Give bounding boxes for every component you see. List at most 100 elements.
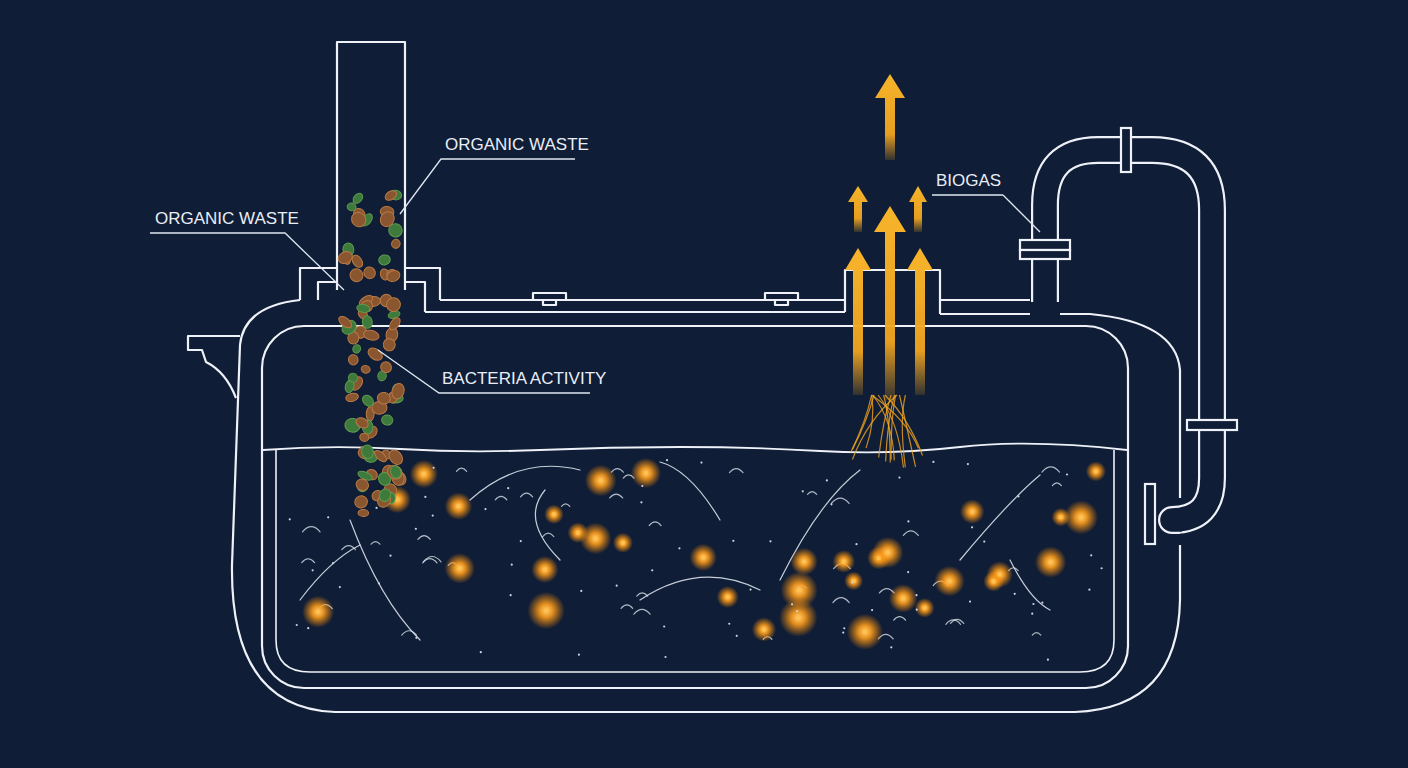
- waste-particle: [378, 360, 393, 375]
- bacteria-dot: [863, 630, 867, 634]
- current-arrow: [660, 462, 720, 520]
- waste-particle: [360, 444, 374, 460]
- bacteria-dot: [1059, 515, 1063, 519]
- bacteria-dot: [877, 556, 881, 560]
- swirl: [543, 533, 554, 536]
- swirl: [495, 496, 507, 499]
- pipe-flange: [1121, 128, 1131, 172]
- speck: [663, 625, 665, 627]
- swirl: [894, 617, 906, 621]
- bacteria-glows: [289, 458, 1106, 661]
- leader-line: [150, 233, 344, 290]
- biogas-arrow: [845, 248, 871, 395]
- speck: [510, 594, 512, 596]
- bacteria-glow: [585, 465, 617, 497]
- speck: [983, 540, 985, 542]
- speck: [1017, 495, 1019, 497]
- waste-particle: [349, 209, 369, 229]
- swirl: [521, 493, 533, 497]
- biogas-arrow: [848, 186, 868, 232]
- callout-label: BIOGAS: [936, 171, 1001, 191]
- bacteria-dot: [701, 555, 705, 559]
- waste-particle: [373, 449, 389, 464]
- gas-pipe: [1045, 150, 1212, 520]
- waste-particle: [359, 433, 369, 442]
- swirl: [423, 559, 437, 563]
- bacteria-glow: [752, 617, 776, 641]
- speck: [312, 569, 314, 571]
- bacteria-dot: [796, 615, 800, 619]
- waste-particle: [378, 209, 398, 229]
- waste-particle: [376, 391, 391, 405]
- speck: [1101, 567, 1103, 569]
- waste-particle: [354, 416, 370, 430]
- bacteria-glow: [872, 537, 903, 568]
- biogas-arrows: [845, 74, 933, 400]
- speck: [666, 459, 668, 461]
- bacteria-glow: [631, 458, 661, 488]
- bacteria-dot: [922, 606, 926, 610]
- current-arrow: [960, 475, 1040, 560]
- speck: [664, 656, 666, 658]
- biogas-arrow: [874, 206, 906, 400]
- tank-flange: [188, 336, 240, 398]
- speck: [971, 526, 973, 528]
- bacteria-dot: [797, 588, 801, 592]
- pipe-flange: [1145, 484, 1155, 544]
- waste-particle: [353, 494, 369, 509]
- speck: [484, 508, 486, 510]
- bacteria-glow: [983, 571, 1004, 592]
- current-arrow: [640, 577, 760, 600]
- bacteria-dot: [422, 472, 426, 476]
- speck: [898, 476, 900, 478]
- gas-ray: [851, 395, 872, 452]
- callout-label: ORGANIC WASTE: [445, 135, 589, 155]
- speck: [507, 487, 509, 489]
- tank-outline: [188, 42, 1180, 712]
- speck: [1014, 593, 1016, 595]
- bacteria-glow: [844, 571, 863, 590]
- speck: [415, 528, 417, 530]
- bacteria-glow: [544, 504, 564, 524]
- speck: [732, 540, 734, 542]
- speck: [1031, 613, 1033, 615]
- speck: [480, 651, 482, 653]
- speck: [1090, 554, 1092, 556]
- speck: [616, 585, 618, 587]
- swirl: [808, 492, 817, 495]
- waste-particle: [386, 447, 405, 467]
- speck: [651, 569, 653, 571]
- waste-particle: [345, 392, 359, 403]
- speck: [871, 609, 873, 611]
- swirl: [371, 542, 380, 545]
- speck: [932, 461, 934, 463]
- speck: [728, 623, 730, 625]
- bacteria-dot: [316, 609, 320, 613]
- bacteria-dot: [593, 536, 597, 540]
- swirl: [1042, 467, 1060, 472]
- waste-particle: [383, 189, 398, 203]
- bacteria-dot: [543, 567, 547, 571]
- speck: [511, 564, 513, 566]
- gas-ray: [878, 395, 903, 468]
- waste-particle: [360, 365, 371, 374]
- bacteria-glow: [410, 460, 438, 488]
- callout-label: ORGANIC WASTE: [155, 209, 299, 229]
- bacteria-glow: [1035, 546, 1066, 577]
- speck: [296, 624, 298, 626]
- swirl: [302, 559, 315, 563]
- waste-particle: [362, 315, 373, 328]
- biogas-arrow: [875, 74, 905, 160]
- speck: [1041, 602, 1043, 604]
- mixing-currents: [300, 462, 1061, 640]
- bacteria-glow: [302, 596, 334, 628]
- speck: [826, 479, 828, 481]
- speck: [1088, 589, 1090, 591]
- speck: [736, 635, 738, 637]
- swirl: [1052, 483, 1061, 486]
- bacteria-dot: [725, 595, 729, 599]
- waste-particle: [378, 254, 392, 266]
- speck: [907, 571, 909, 573]
- swirl: [1032, 633, 1041, 636]
